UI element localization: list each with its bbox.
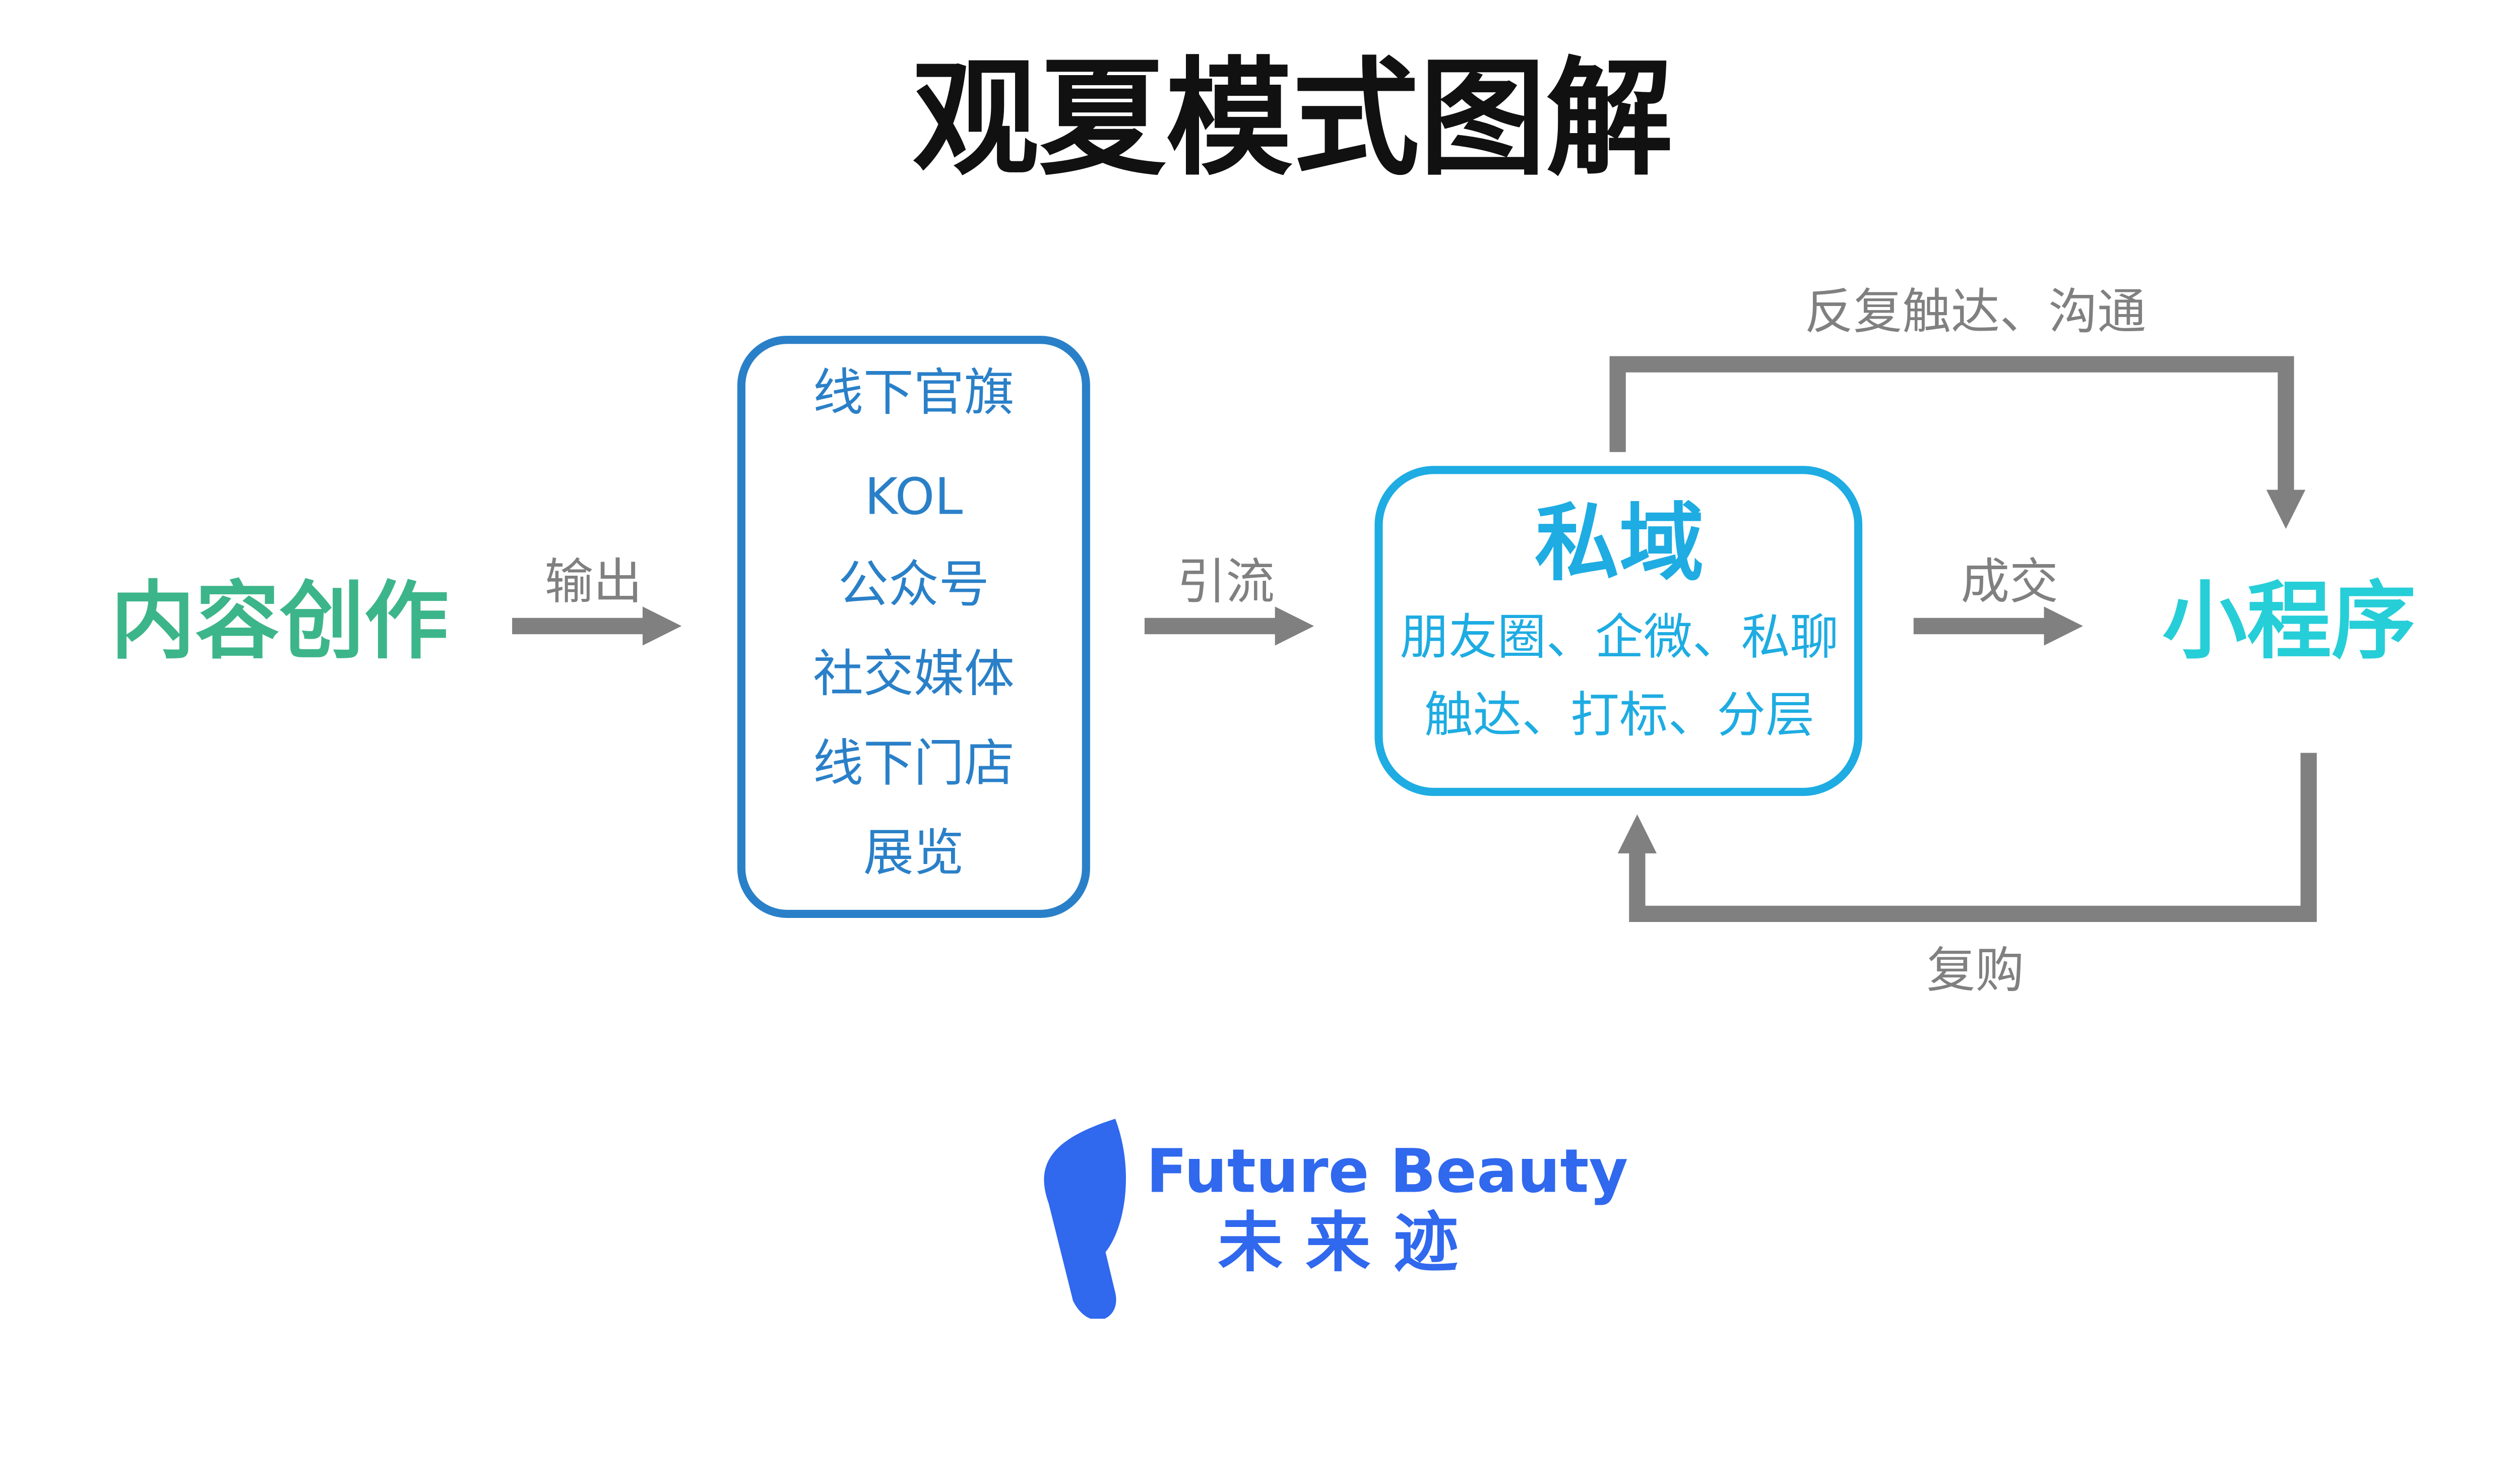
- node-mini-program: 小程序: [2162, 572, 2416, 670]
- diagram-stage: 观夏模式图解 内容创作 输出 线下官旗 KOL 公众号 社交媒体 线下门店 展览…: [110, 45, 2416, 1319]
- channel-item: 公众号: [838, 555, 989, 614]
- private-domain-line: 朋友圈、企微、私聊: [1400, 608, 1839, 665]
- logo-mark-icon: [1044, 1119, 1126, 1319]
- channel-item: 线下门店: [813, 733, 1015, 792]
- channels-box: [737, 336, 1090, 918]
- label-repurchase: 复购: [1927, 942, 2025, 999]
- arrow-repurchase-loop: [1617, 753, 2317, 922]
- label-drain: 引流: [1177, 553, 1275, 610]
- logo-text-en: Future Beauty: [1146, 1137, 1628, 1207]
- private-domain-box: [1374, 466, 1863, 796]
- private-domain-title: 私域: [1535, 494, 1704, 592]
- channel-item: 线下官旗: [813, 363, 1015, 422]
- arrow-reach-loop: [1609, 356, 2306, 529]
- channel-item: 展览: [863, 823, 964, 882]
- label-reach: 反复触达、沟通: [1805, 283, 2146, 340]
- label-deal: 成交: [1961, 553, 2058, 610]
- diagram: 观夏模式图解 内容创作 输出 线下官旗 KOL 公众号 社交媒体 线下门店 展览…: [110, 45, 2416, 1319]
- node-content-creation: 内容创作: [110, 572, 449, 670]
- channel-item: KOL: [865, 467, 963, 526]
- label-output: 输出: [545, 553, 643, 610]
- page-title: 观夏模式图解: [912, 45, 1673, 193]
- logo: Future Beauty 未来迹: [1044, 1119, 1628, 1319]
- channel-item: 社交媒体: [813, 644, 1015, 703]
- channel-list: 线下官旗 KOL 公众号 社交媒体 线下门店 展览: [813, 363, 1015, 882]
- logo-text-cn: 未来迹: [1218, 1205, 1481, 1281]
- private-domain-line: 触达、打标、分层: [1424, 687, 1814, 744]
